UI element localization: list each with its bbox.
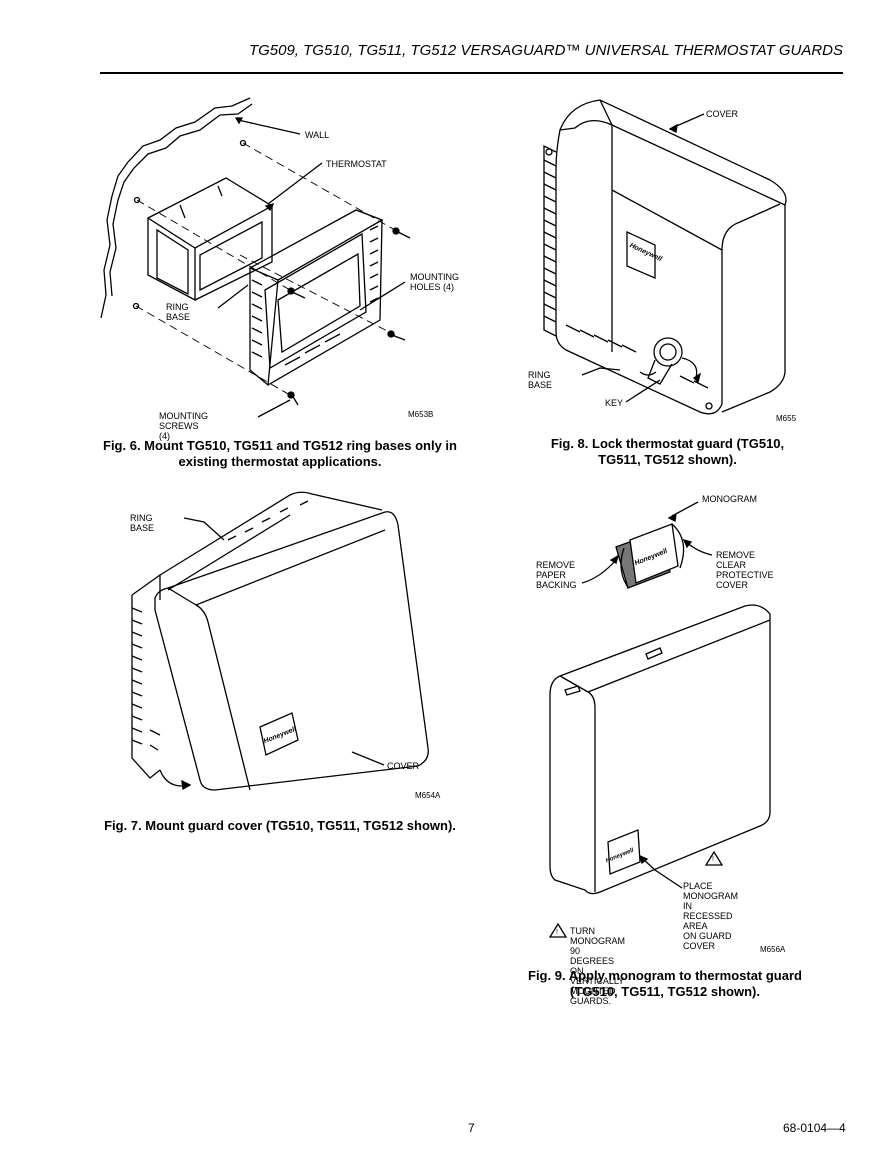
fig6-label-wall: WALL (305, 130, 330, 140)
fig9-label-remove-paper: REMOVE PAPER BACKING (536, 560, 577, 590)
fig8-caption: Fig. 8. Lock thermostat guard (TG510, TG… (550, 436, 785, 467)
fig7-code: M654A (415, 791, 441, 800)
fig7-label-cover: COVER (387, 761, 420, 771)
fig9-label-place-monogram: PLACE MONOGRAM IN RECESSED AREA ON GUARD… (683, 881, 738, 951)
fig7-label-ring-base: RING BASE (130, 513, 155, 533)
page-number: 7 (468, 1121, 475, 1135)
fig6-code: M653B (408, 410, 434, 419)
fig9-label-monogram: MONOGRAM (702, 494, 757, 504)
fig8-code: M655 (776, 414, 797, 423)
fig6-label-ring-base: RING BASE (166, 302, 191, 322)
fig9-warning-symbol: ! (712, 856, 714, 863)
page-header: TG509, TG510, TG511, TG512 VERSAGUARD™ U… (248, 42, 843, 59)
fig6-label-thermostat: THERMOSTAT (326, 159, 387, 169)
document-number: 68-0104—4 (783, 1121, 846, 1135)
fig8-label-key: KEY (605, 398, 624, 408)
fig9-label-remove-clear: REMOVE CLEAR PROTECTIVE COVER (716, 550, 774, 590)
fig9-note-warning-symbol: ! (556, 929, 558, 936)
fig6-caption: Fig. 6. Mount TG510, TG511 and TG512 rin… (103, 438, 457, 469)
fig9-code: M656A (760, 945, 786, 954)
fig8-label-cover: COVER (706, 109, 739, 119)
fig8-label-ring-base: RING BASE (528, 370, 553, 390)
fig6-label-mounting-holes: MOUNTING HOLES (4) (410, 272, 459, 292)
fig7-caption: Fig. 7. Mount guard cover (TG510, TG511,… (104, 818, 456, 833)
header-rule (100, 72, 843, 74)
fig9-note-turn-monogram: TURN MONOGRAM 90 DEGREES ON VERTICALLY M… (570, 926, 625, 1006)
fig6-label-mounting-screws: MOUNTING SCREWS (4) (159, 411, 208, 441)
fig9-caption: Fig. 9. Apply monogram to thermostat gua… (528, 968, 802, 999)
